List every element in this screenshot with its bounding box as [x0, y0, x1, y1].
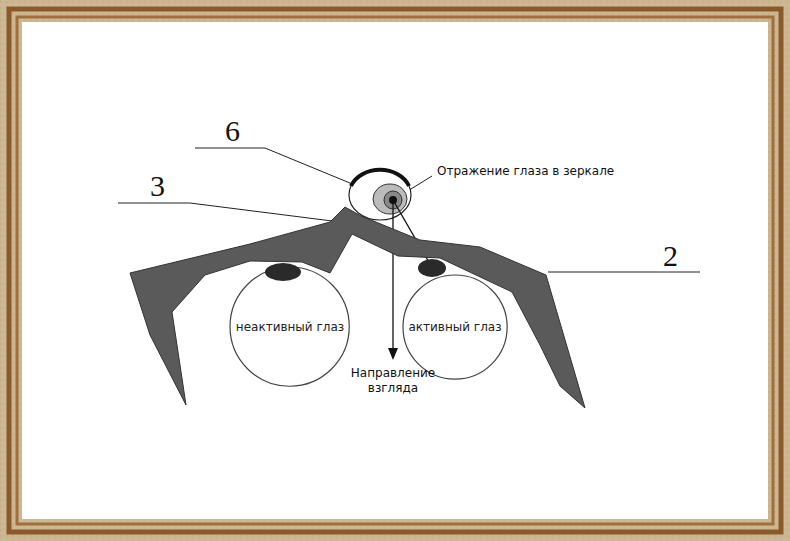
eye-label: неактивный глаз: [236, 320, 344, 334]
white-panel: [22, 22, 768, 519]
leader-line: [548, 272, 700, 273]
arrowhead: [388, 348, 398, 360]
eye-circle: неактивный глаз: [229, 266, 350, 387]
annotation-label: Отражение глаза в зеркале: [437, 164, 614, 179]
callout-number: 3: [150, 171, 165, 201]
eye-reflection: [373, 184, 407, 214]
eye-circle: активный глаз: [402, 274, 508, 380]
callout-number: 2: [663, 241, 678, 271]
gaze-arrow: [392, 200, 393, 350]
mirror: [349, 170, 411, 220]
annotation-label: Направление взгляда: [338, 366, 448, 396]
picture-frame: [9, 9, 781, 532]
spectacle-frame: [130, 207, 585, 408]
iris-inactive: [265, 263, 301, 281]
eyeball: [403, 275, 507, 379]
eye-label: активный глаз: [408, 320, 501, 334]
iris-active: [418, 259, 446, 277]
callout-number: 6: [225, 116, 240, 146]
picture-frame-inner: [17, 17, 773, 524]
leader-line: [118, 203, 340, 222]
mirror-rim: [351, 170, 409, 186]
eyeball: [230, 267, 349, 386]
leader-line: [195, 148, 362, 188]
